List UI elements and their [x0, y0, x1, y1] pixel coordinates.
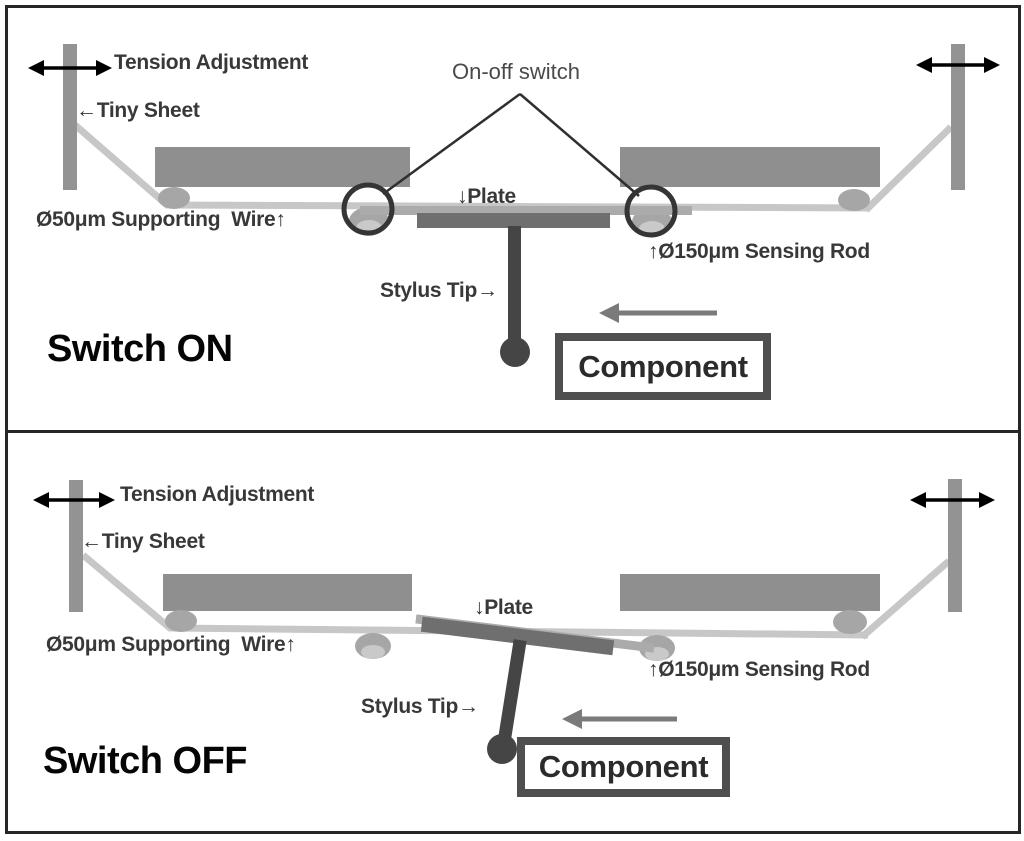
- plate-label: ↓Plate: [474, 596, 533, 619]
- tiny-sheet-bar-right: [951, 44, 965, 190]
- stylus-tip-label: Stylus Tip→: [380, 279, 498, 302]
- on-off-switch-circle-right: [624, 184, 678, 238]
- supporting-wire-right: [863, 124, 954, 213]
- on-off-switch-circle-left: [341, 182, 395, 236]
- stylus-tip-label: Stylus Tip→: [361, 695, 479, 718]
- tiny-sheet-label: ←Tiny Sheet: [81, 530, 205, 553]
- tension-adjustment-label: Tension Adjustment: [120, 483, 315, 506]
- guide-block-left: [155, 147, 410, 187]
- sensing-rod-label: ↑Ø150μm Sensing Rod: [648, 240, 870, 263]
- wire-bearing: [838, 189, 870, 211]
- stylus-ball: [487, 734, 517, 764]
- switch-state-label: Switch OFF: [43, 740, 248, 782]
- component-label: Component: [578, 348, 748, 384]
- stylus-ball: [500, 337, 530, 367]
- tiny-sheet-label: ←Tiny Sheet: [76, 99, 200, 122]
- guide-block-left: [163, 574, 412, 611]
- tension-arrow-left: [33, 492, 115, 508]
- wire-bearing: [158, 187, 190, 209]
- tension-arrow-right: [910, 492, 995, 508]
- component-motion-arrow: [599, 303, 717, 323]
- stylus-rod: [497, 639, 527, 745]
- tiny-sheet-bar-right: [948, 479, 962, 612]
- plate: [420, 616, 615, 656]
- wire-bearing-highlight: [361, 645, 385, 659]
- wire-bearing: [833, 610, 867, 634]
- stylus-rod: [508, 226, 521, 344]
- guide-block-right: [620, 574, 880, 611]
- component-box: [517, 737, 730, 797]
- sensing-rod: [360, 206, 692, 215]
- wire-bearing: [165, 610, 197, 632]
- tension-arrow-right: [916, 57, 1000, 73]
- component-label: Component: [538, 749, 709, 784]
- panel-border-bottom: [5, 430, 1021, 834]
- switch-state-label: Switch ON: [47, 328, 233, 370]
- component-box: [555, 333, 771, 400]
- component-motion-arrow: [562, 709, 677, 729]
- on-off-switch-label: On-off switch: [452, 59, 580, 84]
- supporting-wire-label: Ø50μm Supporting Wire↑: [46, 633, 296, 656]
- plate: [417, 213, 610, 228]
- supporting-wire-right: [859, 558, 952, 640]
- tension-arrow-left: [28, 60, 112, 76]
- switch-pointer-line-right: [519, 93, 640, 197]
- plate-label: ↓Plate: [457, 185, 516, 208]
- tiny-sheet-bar-left: [69, 480, 83, 612]
- switch-pointer-line-left: [382, 92, 521, 196]
- tiny-sheet-bar-left: [63, 44, 77, 190]
- sensing-rod-label: ↑Ø150μm Sensing Rod: [648, 658, 870, 681]
- guide-block-right: [620, 147, 880, 187]
- tension-adjustment-label: Tension Adjustment: [114, 51, 309, 74]
- panel-switch-off: [5, 430, 1021, 834]
- supporting-wire-label: Ø50μm Supporting Wire↑: [36, 208, 286, 231]
